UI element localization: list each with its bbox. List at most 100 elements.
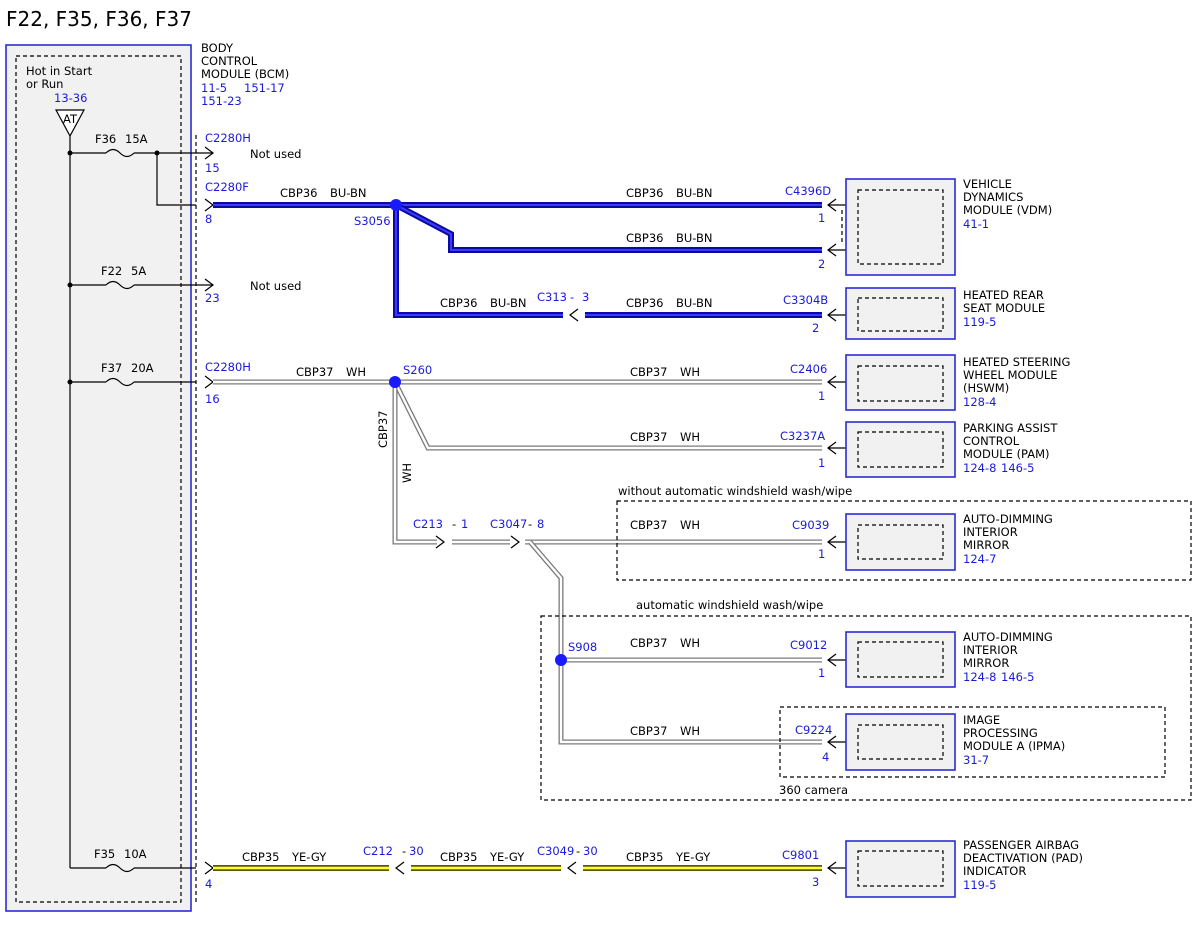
svg-text:PASSENGER AIRBAG: PASSENGER AIRBAG xyxy=(963,838,1079,852)
svg-text:124-7: 124-7 xyxy=(963,552,996,566)
svg-text:1: 1 xyxy=(818,666,825,680)
battery-symbol-icon xyxy=(54,109,86,138)
wire-label: WH xyxy=(346,365,366,379)
svg-text:C3237A: C3237A xyxy=(780,429,825,443)
svg-text:HEATED REAR: HEATED REAR xyxy=(963,288,1044,302)
wire-label-vertical: CBP37 xyxy=(376,411,390,449)
svg-text:IMAGE: IMAGE xyxy=(963,713,1000,727)
wire-cbp37 xyxy=(213,379,822,745)
svg-text:(HSWM): (HSWM) xyxy=(963,381,1009,395)
svg-text:119-5: 119-5 xyxy=(963,878,996,892)
svg-text:VEHICLE: VEHICLE xyxy=(963,177,1012,191)
wire-label: CBP35 xyxy=(626,850,664,864)
inline-c3047-arrow xyxy=(510,535,520,549)
wire-label: YE-GY xyxy=(291,850,327,864)
svg-text:HEATED STEERING: HEATED STEERING xyxy=(963,355,1070,369)
svg-text:31-7: 31-7 xyxy=(963,753,989,767)
svg-text:MODULE A (IPMA): MODULE A (IPMA) xyxy=(963,739,1065,753)
module-pad: C9801 3 PASSENGER AIRBAG DEACTIVATION (P… xyxy=(782,838,1083,898)
group-camera-label: 360 camera xyxy=(779,783,848,797)
fuse-box-condition-2: or Run xyxy=(26,77,63,91)
group-auto xyxy=(540,615,1192,801)
svg-text:DEACTIVATION (PAD): DEACTIVATION (PAD) xyxy=(963,851,1083,865)
fuse-f35-icon xyxy=(105,863,135,873)
svg-text:C9224: C9224 xyxy=(795,723,832,737)
svg-text:CONTROL: CONTROL xyxy=(963,434,1020,448)
wire-label: CBP35 xyxy=(242,850,280,864)
inline-c3049-pin: 30 xyxy=(583,844,598,858)
inline-c213-pin: 1 xyxy=(461,517,468,531)
svg-text:AUTO-DIMMING: AUTO-DIMMING xyxy=(963,512,1053,526)
fuse-box-ref: 13-36 xyxy=(54,91,87,105)
svg-text:C2280H: C2280H xyxy=(205,131,251,145)
svg-text:124-8: 124-8 xyxy=(963,670,996,684)
inline-c3049: C3049 xyxy=(537,844,574,858)
splice-s3056-label: S3056 xyxy=(354,214,391,228)
group-without-auto xyxy=(616,500,1192,581)
bcm-pin-4: 4 xyxy=(204,861,214,891)
svg-text:15: 15 xyxy=(205,161,220,175)
svg-text:INTERIOR: INTERIOR xyxy=(963,643,1018,657)
inline-c213-arrow xyxy=(435,535,445,549)
wire-label: WH xyxy=(680,518,700,532)
inline-c212: C212 xyxy=(363,844,393,858)
module-auto-dimming-mirror: C9039 1 AUTO-DIMMING INTERIOR MIRROR 124… xyxy=(792,512,1053,571)
inline-c3047-pin: 8 xyxy=(537,517,544,531)
inline-c212-pin: 30 xyxy=(409,844,424,858)
group-camera xyxy=(779,706,1166,778)
wire-label: WH xyxy=(680,636,700,650)
svg-text:1: 1 xyxy=(818,547,825,561)
svg-text:C2280F: C2280F xyxy=(205,180,249,194)
wire-label: CBP36 xyxy=(626,296,664,310)
svg-text:INTERIOR: INTERIOR xyxy=(963,525,1018,539)
svg-text:124-8: 124-8 xyxy=(963,461,996,475)
fuse-box-symbol: AT xyxy=(63,112,78,126)
splice-s3056 xyxy=(390,199,402,211)
fuse-f36-rating: 15A xyxy=(125,132,148,146)
svg-text:119-5: 119-5 xyxy=(963,315,996,329)
wire-label: YE-GY xyxy=(675,850,711,864)
wire-label: CBP36 xyxy=(626,231,664,245)
svg-text:DYNAMICS: DYNAMICS xyxy=(963,190,1023,204)
wire-label: CBP37 xyxy=(630,518,668,532)
bcm-ref-1: 11-5 xyxy=(201,81,227,95)
svg-text:1: 1 xyxy=(818,456,825,470)
inline-dash: - xyxy=(402,844,406,858)
svg-text:AUTO-DIMMING: AUTO-DIMMING xyxy=(963,630,1053,644)
fuse-f35-rating: 10A xyxy=(124,847,147,861)
fuse-f37-rating: 20A xyxy=(131,361,154,375)
bcm-name-1: BODY xyxy=(201,41,234,55)
group-auto-label: automatic windshield wash/wipe xyxy=(636,598,823,612)
inline-c313: C313 xyxy=(537,290,567,304)
svg-text:2: 2 xyxy=(818,257,825,271)
fuse-f36-id: F36 xyxy=(95,132,116,146)
svg-text:C9801: C9801 xyxy=(782,848,819,862)
wire-label: WH xyxy=(680,365,700,379)
wire-label: WH xyxy=(680,430,700,444)
svg-text:PROCESSING: PROCESSING xyxy=(963,726,1038,740)
wire-label: CBP37 xyxy=(630,636,668,650)
svg-text:INDICATOR: INDICATOR xyxy=(963,864,1026,878)
svg-text:4: 4 xyxy=(822,750,829,764)
splice-s908 xyxy=(555,654,567,666)
svg-text:146-5: 146-5 xyxy=(1001,461,1034,475)
svg-text:4: 4 xyxy=(205,877,212,891)
bcm-pin-16: C2280H 16 xyxy=(204,360,251,406)
svg-text:23: 23 xyxy=(205,291,220,305)
fuse-box-inner xyxy=(15,55,182,903)
module-vdm: C4396D 1 2 VEHICLE DYNAMICS MODULE (VDM)… xyxy=(785,177,1052,276)
fuse-box-condition-1: Hot in Start xyxy=(26,64,93,78)
wire-label: CBP37 xyxy=(630,365,668,379)
inline-dash: - xyxy=(452,517,456,531)
svg-text:PARKING ASSIST: PARKING ASSIST xyxy=(963,421,1058,435)
wire-label: CBP37 xyxy=(296,365,334,379)
module-hswm: C2406 1 HEATED STEERING WHEEL MODULE (HS… xyxy=(790,354,1070,411)
wire-label: CBP36 xyxy=(626,186,664,200)
svg-text:MIRROR: MIRROR xyxy=(963,656,1009,670)
bcm-name-2: CONTROL xyxy=(201,54,258,68)
wire-label: BU-BN xyxy=(330,186,367,200)
fuse-f37-id: F37 xyxy=(101,361,122,375)
inline-c212-arrow xyxy=(395,861,405,875)
module-heated-rear-seat: C3304B 2 HEATED REAR SEAT MODULE 119-5 xyxy=(783,287,1045,340)
